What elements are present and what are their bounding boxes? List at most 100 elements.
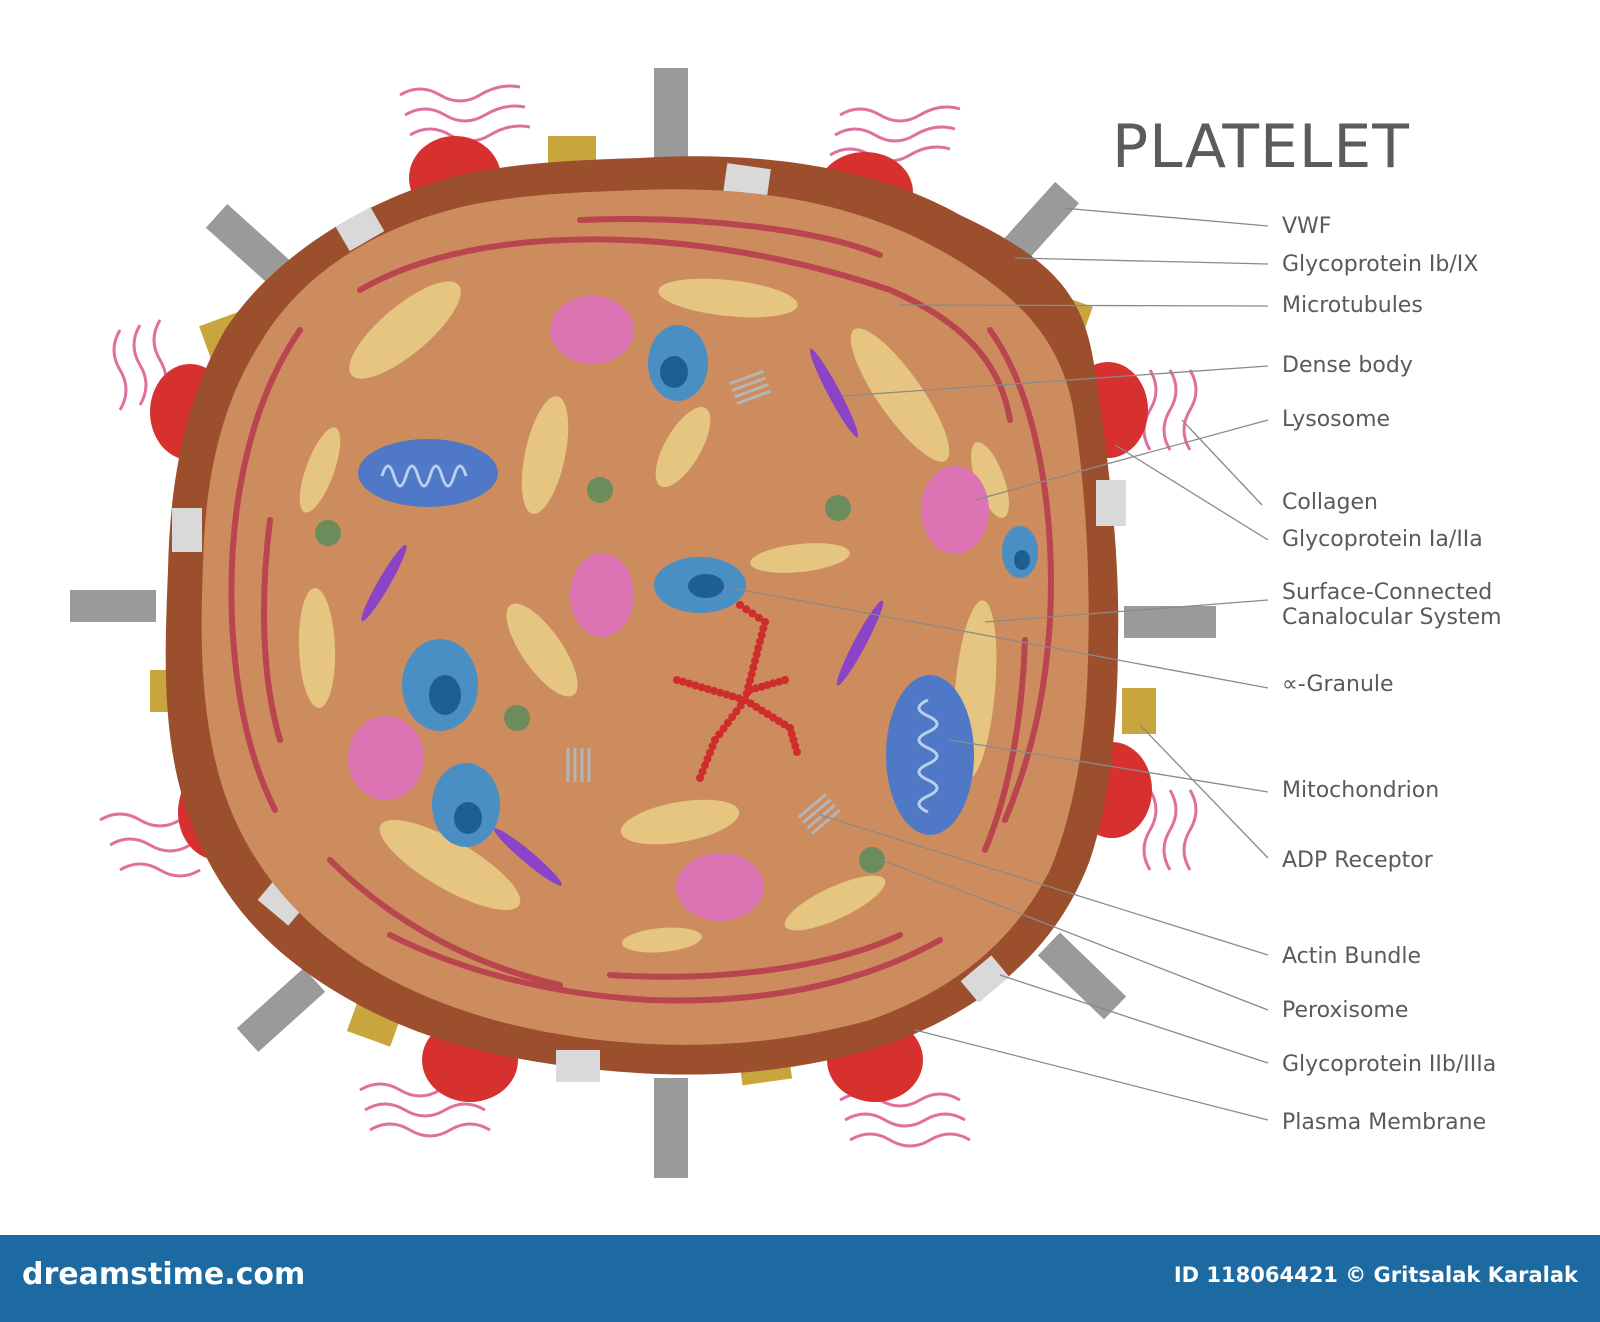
actin-bead — [723, 718, 732, 727]
actin-bead — [696, 774, 704, 782]
microtubule — [387, 932, 943, 1004]
collagen-strand — [399, 84, 521, 103]
label-microtubules: Microtubules — [1282, 293, 1423, 318]
peroxisome — [315, 520, 341, 546]
actin-bead — [752, 650, 761, 659]
collagen-strand — [839, 105, 961, 123]
footer-brand[interactable]: dreamstime.com — [22, 1257, 306, 1292]
label-collagen: Collagen — [1282, 490, 1378, 515]
adp-receptor — [1122, 688, 1156, 734]
label-actin-bundle: Actin Bundle — [1282, 944, 1422, 969]
purple-granule — [836, 600, 884, 686]
dense-bodies — [402, 325, 1038, 847]
actin-bead — [701, 761, 709, 770]
collagen-strand — [369, 1122, 491, 1138]
vwf-rod — [236, 967, 326, 1053]
actin-bead — [711, 736, 719, 744]
alpha-granule — [349, 281, 461, 379]
leader-line — [819, 814, 1269, 956]
purple-granule — [361, 544, 407, 622]
alpha-granule — [658, 278, 798, 318]
label-mitochondrion: Mitochondrion — [1282, 778, 1440, 803]
alpha-granule — [622, 927, 702, 953]
actin-bead — [698, 767, 707, 776]
diagram-title: PLATELET — [1112, 112, 1410, 182]
actin-bead — [734, 694, 743, 703]
collagen-strand — [109, 837, 191, 853]
canalicular-stacks — [566, 370, 841, 835]
actin-bead — [679, 677, 688, 686]
vwf-rod — [1124, 606, 1216, 638]
purple-granule — [809, 348, 859, 438]
peroxisome — [504, 705, 530, 731]
canalicular-stack — [797, 793, 841, 835]
microtubule — [327, 857, 563, 988]
actin-bead — [793, 748, 801, 756]
leader-line — [1181, 419, 1263, 506]
collagen-strand — [1162, 369, 1178, 451]
leader-line — [1061, 207, 1269, 227]
footer-bar: dreamstime.com ID 118064421 © Gritsalak … — [0, 1235, 1600, 1322]
vwf-rod — [654, 1078, 688, 1178]
collagen-strand — [132, 324, 148, 406]
membrane-gap — [960, 955, 1010, 1003]
membrane-gap — [556, 1050, 600, 1082]
actin-bead — [728, 713, 737, 722]
purple-granules — [361, 348, 884, 886]
label-glycoprotein-ib-ix: Glycoprotein Ib/IX — [1282, 252, 1479, 277]
leader-line — [1139, 724, 1269, 859]
alpha-granule — [379, 819, 521, 911]
vwf-rod — [205, 203, 295, 289]
label-vwf: VWF — [1282, 214, 1332, 239]
purple-granule — [494, 828, 562, 886]
dense-body — [402, 639, 478, 731]
microtubule — [577, 216, 883, 258]
actin-bead — [719, 724, 728, 733]
label-lysosome: Lysosome — [1282, 407, 1391, 432]
alpha-granule — [655, 407, 711, 487]
alpha-granule — [620, 799, 740, 845]
label-alpha-granule: ∝-Granule — [1282, 672, 1394, 697]
vwf-rod — [70, 590, 156, 622]
actin-bead — [791, 742, 800, 750]
actin-bead — [754, 613, 763, 622]
lysosomes — [348, 296, 989, 921]
mitochondria — [358, 439, 974, 835]
cytoplasm — [201, 189, 1089, 1045]
membrane-gap — [335, 206, 385, 252]
label-dense-body: Dense body — [1282, 353, 1413, 378]
actin-bead — [728, 692, 737, 701]
microtubule — [982, 637, 1028, 853]
label-glycoprotein-iib-iiia: Glycoprotein IIb/IIIa — [1282, 1052, 1497, 1077]
peroxisome — [859, 847, 885, 873]
actin-bead — [754, 644, 763, 652]
label-peroxisome: Peroxisome — [1282, 998, 1409, 1023]
leader-line — [731, 587, 1269, 689]
label-adp-receptor: ADP Receptor — [1282, 848, 1433, 873]
microtubule — [228, 327, 303, 813]
leader-line — [999, 974, 1269, 1064]
actin-bead — [746, 676, 754, 685]
mitochondrion — [886, 675, 974, 835]
actin-bead — [722, 690, 731, 699]
alpha-granule — [750, 543, 850, 573]
alpha-granule — [299, 427, 341, 513]
actin-bead — [761, 618, 769, 626]
leader-line — [914, 1029, 1269, 1121]
actin-bundle — [673, 601, 801, 782]
collagen-strand — [844, 1112, 966, 1128]
label-plasma-membrane: Plasma Membrane — [1282, 1110, 1487, 1135]
membrane-gap — [172, 508, 202, 552]
collagen-strand — [849, 1132, 971, 1148]
lysosome — [921, 466, 989, 554]
collagen-strand — [1182, 789, 1198, 871]
actin-bead — [708, 742, 717, 751]
peroxisome — [587, 477, 613, 503]
membrane-gap — [1096, 480, 1126, 526]
actin-bead — [691, 681, 700, 690]
label-surface-connected: Surface-Connected — [1282, 580, 1493, 605]
actin-bead — [759, 624, 768, 633]
microtubule — [607, 932, 903, 980]
mitochondrion — [358, 439, 498, 507]
collagen-strand — [364, 1102, 486, 1118]
